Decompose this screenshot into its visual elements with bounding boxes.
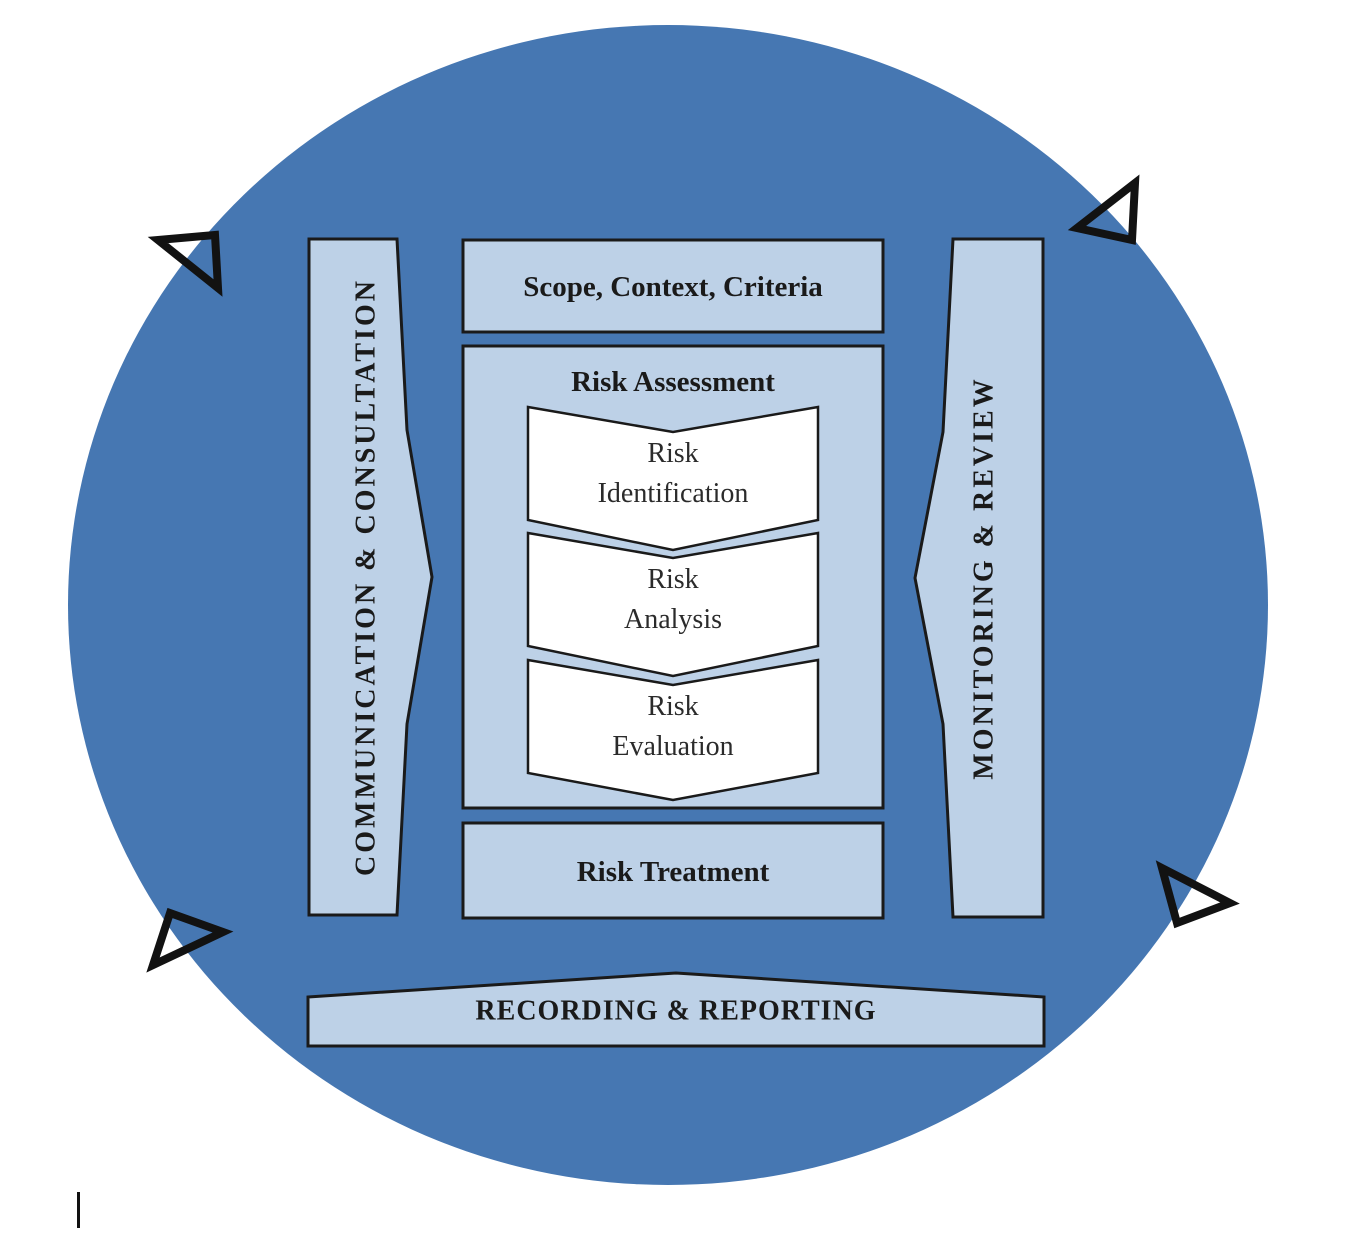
- chevron-risk-analysis: [526, 531, 820, 678]
- risk-identification-label: Risk Identification: [598, 434, 749, 514]
- chevron-risk-identification: [526, 405, 820, 552]
- communication-consultation-banner-shape: [307, 237, 434, 917]
- rotation-arrow-top-right-icon: [1067, 174, 1140, 245]
- risk-evaluation-line1: Risk: [647, 691, 699, 722]
- monitoring-review-banner-shape: [913, 237, 1045, 919]
- communication-consultation-label: COMMUNICATION & CONSULTATION: [350, 278, 382, 876]
- risk-treatment-box-shape: [461, 821, 885, 920]
- risk-identification-line2: Identification: [597, 478, 749, 509]
- recording-reporting-banner-shape: [306, 971, 1046, 1048]
- risk-evaluation-line2: Evaluation: [612, 731, 734, 762]
- risk-assessment-title: Risk Assessment: [571, 365, 775, 398]
- rotation-arrow-bottom-left-icon: [146, 907, 234, 973]
- risk-evaluation-label: Risk Evaluation: [612, 687, 733, 767]
- scope-context-criteria-label: Scope, Context, Criteria: [523, 270, 823, 303]
- rotation-arrow-bottom-right-icon: [1155, 860, 1240, 929]
- scope-context-criteria-box-shape: [461, 238, 885, 334]
- recording-reporting-label: RECORDING & REPORTING: [475, 995, 877, 1027]
- risk-analysis-line1: Risk: [647, 564, 699, 595]
- chevron-risk-evaluation: [526, 658, 820, 802]
- risk-identification-line1: Risk: [647, 438, 699, 469]
- text-caret-icon: [77, 1192, 80, 1228]
- risk-treatment-label: Risk Treatment: [576, 855, 770, 888]
- risk-analysis-line2: Analysis: [624, 604, 722, 635]
- monitoring-review-label: MONITORING & REVIEW: [968, 376, 1000, 780]
- rotation-arrow-top-left-icon: [147, 230, 223, 297]
- risk-analysis-label: Risk Analysis: [624, 560, 722, 640]
